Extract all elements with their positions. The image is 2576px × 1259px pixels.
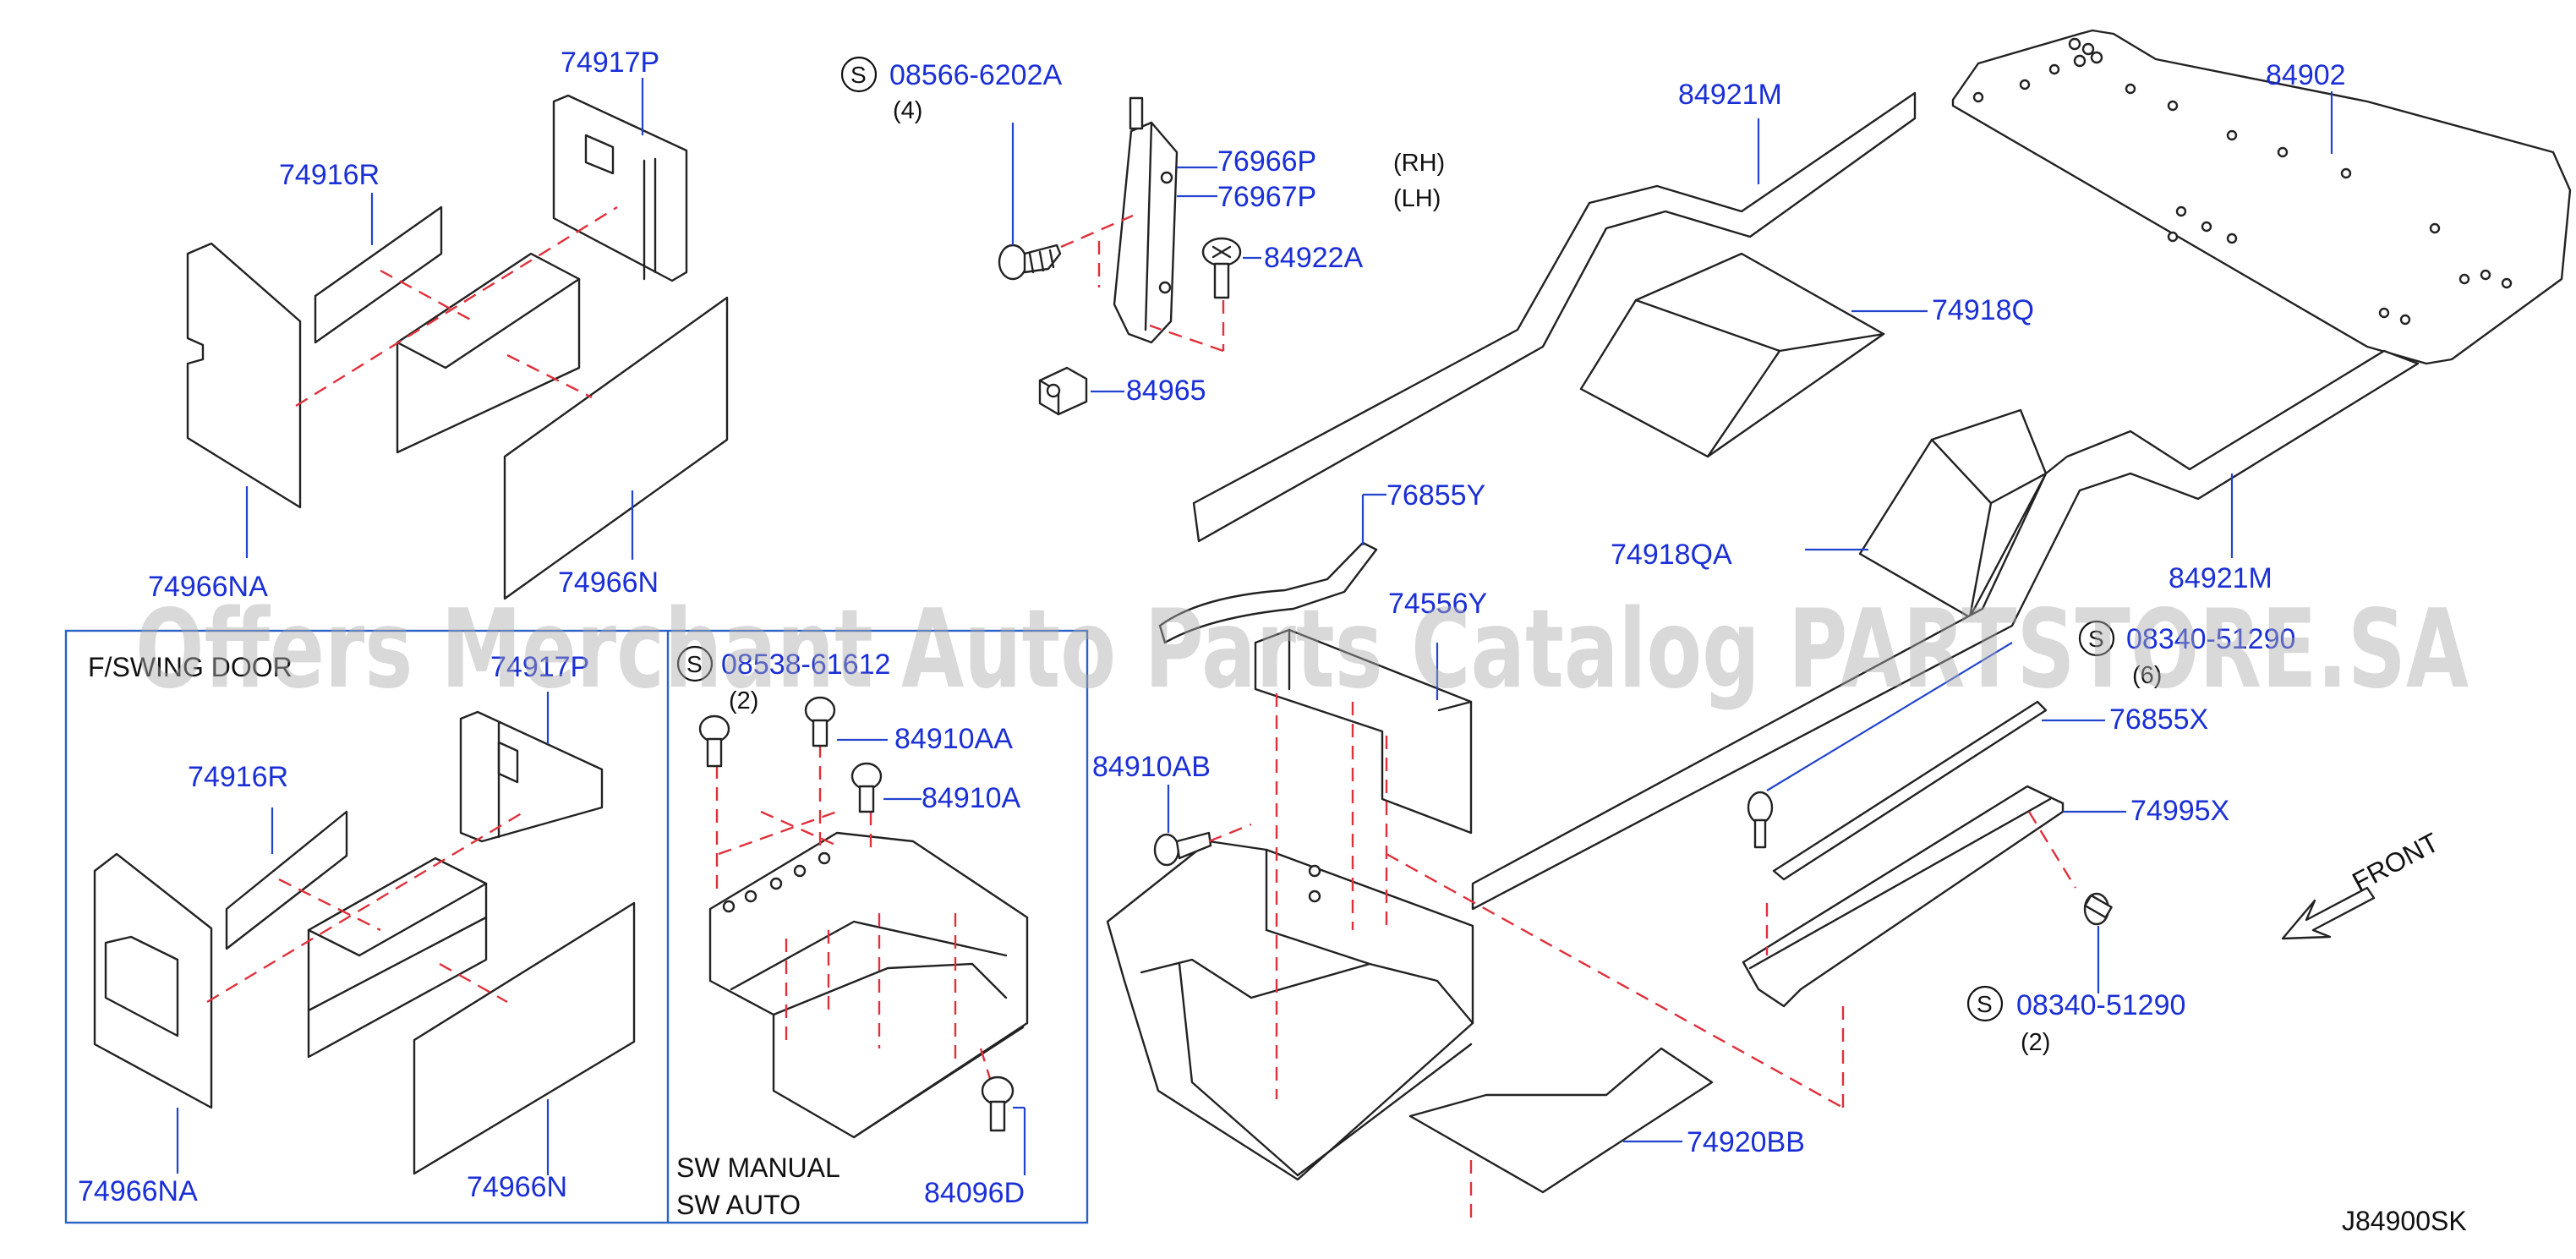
label-84902[interactable]: 84902: [2266, 59, 2346, 91]
qty-08566: (4): [893, 97, 922, 124]
screw-08340-bottom-icon[interactable]: [2083, 892, 2113, 994]
label-84965[interactable]: 84965: [1126, 375, 1206, 407]
inset-panel-74916R[interactable]: [225, 810, 348, 950]
label-08566-6202A[interactable]: 08566-6202A: [889, 59, 1063, 91]
mat-74920BB[interactable]: [1408, 1047, 1714, 1194]
inset-panel-74917P[interactable]: [459, 710, 604, 843]
label-84910AB[interactable]: 84910AB: [1092, 751, 1211, 783]
side-rh: (RH): [1393, 150, 1445, 177]
qty-inset-08538: (2): [729, 687, 758, 714]
label-76855Y[interactable]: 76855Y: [1386, 479, 1485, 512]
standard-mark-08538: S: [676, 645, 714, 682]
front-label: FRONT: [2347, 827, 2443, 898]
label-inset-74966N[interactable]: 74966N: [467, 1171, 567, 1203]
pillar-group: [998, 96, 1261, 416]
label-74920BB[interactable]: 74920BB: [1687, 1126, 1805, 1158]
label-76966P[interactable]: 76966P: [1217, 145, 1316, 178]
clip-84965-icon[interactable]: [1038, 366, 1088, 416]
cover-74918Q[interactable]: [1579, 252, 1928, 458]
switch-manual: SW MANUAL: [676, 1152, 840, 1183]
panel-74966NA[interactable]: [186, 242, 302, 509]
label-74966NA[interactable]: 74966NA: [148, 571, 268, 603]
switch-auto: SW AUTO: [676, 1190, 801, 1220]
inset-bolt-84910AA-icon[interactable]: [804, 696, 888, 747]
label-74556Y[interactable]: 74556Y: [1388, 588, 1487, 620]
cover-74918QA[interactable]: [1805, 408, 2048, 619]
inset-insulator-group: [93, 692, 636, 1175]
label-inset-74917P[interactable]: 74917P: [490, 651, 589, 683]
label-84922A[interactable]: 84922A: [1264, 242, 1364, 274]
label-08340-bottom[interactable]: 08340-51290: [2016, 989, 2185, 1021]
drawing-code: J84900SK: [2342, 1206, 2467, 1236]
bolt-84922A-icon[interactable]: [1201, 237, 1242, 299]
part-labels: 74917P 74916R 74966NA 74966N 08566-6202A…: [78, 47, 2467, 1236]
label-inset-74916R[interactable]: 74916R: [188, 761, 288, 793]
inset-screw-08538-icon[interactable]: [698, 714, 730, 768]
panel-74966N[interactable]: [503, 296, 729, 600]
floor-duct-assembly[interactable]: [1106, 693, 1845, 1218]
inset-frame: [64, 629, 1089, 1224]
inset-panel-74966NA[interactable]: [93, 852, 213, 1109]
screw-08566-icon[interactable]: [998, 244, 1062, 281]
label-inset-74966NA[interactable]: 74966NA: [78, 1175, 198, 1207]
label-inset-84910AA[interactable]: 84910AA: [894, 723, 1013, 755]
trim-76855X[interactable]: [1772, 700, 2105, 881]
bolt-84910AB-icon[interactable]: [1153, 785, 1252, 867]
front-arrow-icon: [2281, 886, 2376, 940]
standard-mark-08340-top: S: [2078, 620, 2115, 657]
label-74966N[interactable]: 74966N: [558, 567, 659, 599]
label-74918QA[interactable]: 74918QA: [1611, 539, 1732, 571]
inset-bolt-84096D-icon[interactable]: [981, 1076, 1026, 1175]
insulator-group-top-left: [186, 94, 729, 600]
side-lh: (LH): [1393, 185, 1441, 212]
label-74918Q[interactable]: 74918Q: [1932, 294, 2034, 326]
label-74917P[interactable]: 74917P: [561, 47, 659, 79]
inset-box[interactable]: [708, 831, 1029, 1139]
standard-mark-08566: S: [840, 56, 878, 93]
sill-74995X[interactable]: [1742, 785, 2126, 1008]
panel-74916R[interactable]: [314, 205, 443, 344]
svg-text:S: S: [2088, 626, 2104, 652]
label-76855X[interactable]: 76855X: [2109, 703, 2208, 736]
inset-panel-74966N[interactable]: [413, 901, 636, 1175]
label-74995X[interactable]: 74995X: [2130, 795, 2229, 827]
label-inset-84096D[interactable]: 84096D: [924, 1177, 1025, 1209]
label-74916R[interactable]: 74916R: [279, 159, 380, 191]
label-84921M-bottom[interactable]: 84921M: [2169, 562, 2272, 594]
qty-08340-bottom: (2): [2021, 1029, 2050, 1056]
floor-panel-84902[interactable]: [1951, 29, 2572, 365]
inset-title: F/SWING DOOR: [88, 652, 293, 682]
watermark: Offers Merchant Auto Parts Catalog PARTS…: [135, 587, 2469, 713]
qty-08340-top: (6): [2132, 662, 2162, 689]
block-insulator[interactable]: [396, 252, 581, 454]
duct-trim-76855Y[interactable]: [1158, 493, 1386, 644]
label-inset-08538[interactable]: 08538-61612: [721, 649, 890, 681]
panel-74917P[interactable]: [552, 94, 688, 282]
inset-bolt-84910A-icon[interactable]: [850, 762, 922, 813]
svg-text:S: S: [1977, 991, 1993, 1017]
screw-08340-top-icon[interactable]: [1747, 642, 2013, 849]
svg-text:S: S: [850, 62, 867, 88]
leaders-top-left: [245, 78, 644, 560]
label-08340-top[interactable]: 08340-51290: [2126, 623, 2295, 655]
label-76967P[interactable]: 76967P: [1217, 181, 1316, 213]
rail-84921M-bottom[interactable]: [1471, 349, 2420, 911]
rail-84921M-top[interactable]: [1192, 91, 1917, 543]
standard-mark-08340-bottom: S: [1966, 985, 2004, 1022]
label-84921M-top[interactable]: 84921M: [1678, 79, 1782, 111]
label-inset-84910A[interactable]: 84910A: [922, 782, 1021, 814]
window-cutout: [584, 134, 615, 175]
svg-text:S: S: [686, 651, 703, 677]
